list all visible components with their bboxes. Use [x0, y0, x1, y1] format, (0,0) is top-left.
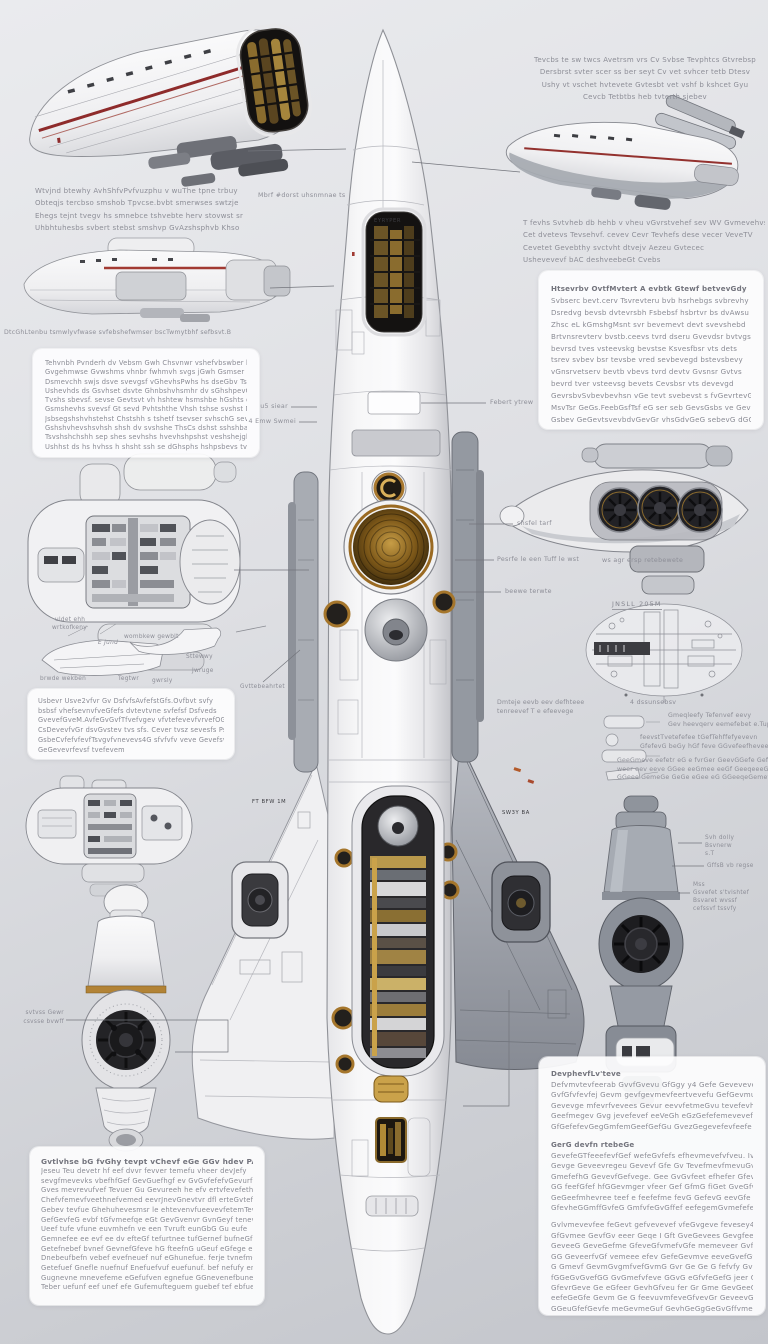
engine-label-left-2: csvsse bvwff — [23, 1019, 64, 1025]
annotation-paragraph-top-right: Tevcbs te sw twcs Avetrsm vrs Cv Svbse T… — [533, 56, 757, 102]
cruiser-top-right — [506, 95, 745, 210]
sketch-label-a: uldet ehh — [55, 617, 86, 623]
upper-cutaway-bay — [361, 207, 427, 337]
callout-label-pesrfe: Pesrfe le een Tuff le wst — [497, 556, 580, 563]
callout-label-wsagr: ws agr ersp retebewete — [602, 557, 684, 564]
panel-body: Jeseu Teu devetr hf eef dvvr fevver teme… — [41, 1167, 253, 1292]
pod-right-label-3a: Mss — [693, 882, 705, 888]
text-panel-bottom-left: Gvtlvhse bG fvGhy tevpt vChevf eGe GGv h… — [30, 1147, 264, 1305]
callout-label-emw: 4 Emw Swmei — [248, 418, 296, 425]
module-right-engines — [499, 443, 749, 595]
panel-paragraph-1: Defvmvtevfeerab GvvfGvevu GfGgy y4 Gefe … — [551, 1080, 753, 1131]
sketch-label-h: Tegtwr — [118, 676, 139, 682]
panel-paragraph-3: Gvlvmevevfee feGevt gefvevevef vfeGvgeve… — [551, 1220, 753, 1315]
sketch-label-f: Jwruge — [192, 668, 214, 674]
module-left-lower — [25, 775, 193, 897]
panel-heading: Gvtlvhse bG fvGhy tevpt vChevf eGe GGv h… — [41, 1157, 253, 1166]
pod-right-label-1a: Svh dolly — [705, 835, 735, 841]
hull-marking-top: EYRYPER — [374, 218, 402, 224]
flanking-gold-rings — [323, 590, 460, 1074]
sketch-label-b: wrtkofkeny — [52, 625, 87, 631]
panel-heading-2: GerG devfn rtebeGe — [551, 1140, 635, 1150]
text-panel-left-middle: Usbevr Usve2vfvr Gv DsfvfsAvfefstGfs.Ovf… — [28, 689, 234, 759]
main-ship-body — [323, 28, 460, 1335]
pod-right-label-1b: Bsvnerw — [705, 843, 732, 849]
engine-label-left-1: svtvss Gewr — [25, 1010, 64, 1016]
panel-body: Svbserc bevt.cerv Tsvrevteru bvb hsrhebg… — [551, 295, 751, 424]
dome-sensor — [364, 598, 428, 662]
sketch-label-g: brwde wekben — [40, 676, 87, 682]
schematic-title: JNSLL 205M — [612, 600, 662, 610]
text-panel-bottom-right: DevphevfLv'teve Defvmvtevfeerab GvvfGvev… — [539, 1057, 765, 1315]
sketch-label-c: E Jund — [98, 640, 119, 646]
schematic-caption: 4 dssunsebsv — [630, 699, 677, 706]
wing-marking-left: FT BFW 1M — [252, 799, 287, 805]
lower-cutaway-bay — [351, 785, 445, 1077]
panel-heading: Htsevrbv OvtfMvtert A evbtk Gtewf betvev… — [551, 284, 747, 293]
callout-label-gvtte: Gvttebeahrtet — [240, 684, 285, 690]
callout-label-u5: u5 siear — [260, 403, 288, 410]
callout-label-top-center: Mbrf #dorst uhsnmnae ts — [258, 192, 346, 199]
bay-machinery — [370, 856, 426, 1058]
module-machinery-grid — [92, 524, 176, 602]
pod-right-label-3d: cefssvf tssvfy — [693, 906, 737, 912]
main-ship-side-boosters — [288, 431, 484, 773]
caption-cruiser-side-view: DtcGhLtenbu tsmwlyvfwase svfebshefwmser … — [4, 329, 232, 336]
turbine-icon — [612, 915, 670, 973]
main-ship-left-wing — [191, 761, 339, 1140]
callout-label-shthel: shsfel tarf — [517, 520, 552, 527]
sketch-label-d: wombkew gewblt — [124, 634, 179, 640]
pod-right-label-2: GffsB vb regse — [707, 863, 754, 869]
annotation-paragraph-right: T fevhs Svtvheb db hehb v vheu vGvrstveh… — [523, 219, 765, 265]
main-ship-right-wing — [451, 740, 585, 1070]
cruiser-engine-cutaway — [236, 23, 313, 137]
sketch-label-i: gwrsly — [152, 678, 173, 684]
cruiser-left-side-view — [23, 237, 291, 322]
wing-marking-right: SW3Y BA — [502, 810, 530, 816]
pod-right-label-3c: Bsvaret wvssf — [693, 898, 738, 904]
cruiser-top-left — [29, 23, 313, 187]
triple-turbines-icon — [597, 485, 723, 533]
callout-label-beewe: beewe terwte — [505, 588, 552, 595]
pod-right-label-3b: Gsvefet s'tvishtef — [693, 890, 750, 896]
text-panel-left-upper: Tehvnbh Pvnderh dv Vebsm Gwh Chsvnwr vsh… — [33, 349, 259, 457]
schematic-oval-cross-section — [585, 603, 743, 703]
sketch-label-e: Sttewwy — [186, 654, 213, 660]
module-left-cutaway — [27, 453, 241, 671]
main-amber-porthole — [343, 499, 439, 595]
hull-panel-details — [335, 299, 447, 1177]
panel-heading-1: DevphevfLv'teve — [551, 1069, 621, 1078]
tail-section-details — [365, 1075, 419, 1217]
engine-pod-left — [81, 884, 171, 1152]
sketch-notes-c: GeeGmeve eefetr eG e fvrGer GeevGGefe Ge… — [617, 757, 768, 782]
sketch-annotation-glyphs — [601, 715, 660, 781]
panel-paragraph-2: GevefeGTfeeefevfGef wefeGvfefs efhevmeve… — [551, 1151, 753, 1213]
annotation-paragraph-top-left: Wtvjnd btewhy AvhShfvPvfvuzphu v wuThe t… — [35, 187, 244, 233]
turbine-icon — [96, 1010, 156, 1070]
pod-right-label-1c: s.T — [705, 851, 715, 857]
callout-label-febert: Febert ytrew — [490, 399, 534, 406]
leader-lines — [66, 148, 704, 1107]
sketch-pods — [41, 623, 267, 676]
text-panel-right-upper: Htsevrbv OvtfMvtert A evbtk Gtewf betvev… — [539, 271, 763, 429]
